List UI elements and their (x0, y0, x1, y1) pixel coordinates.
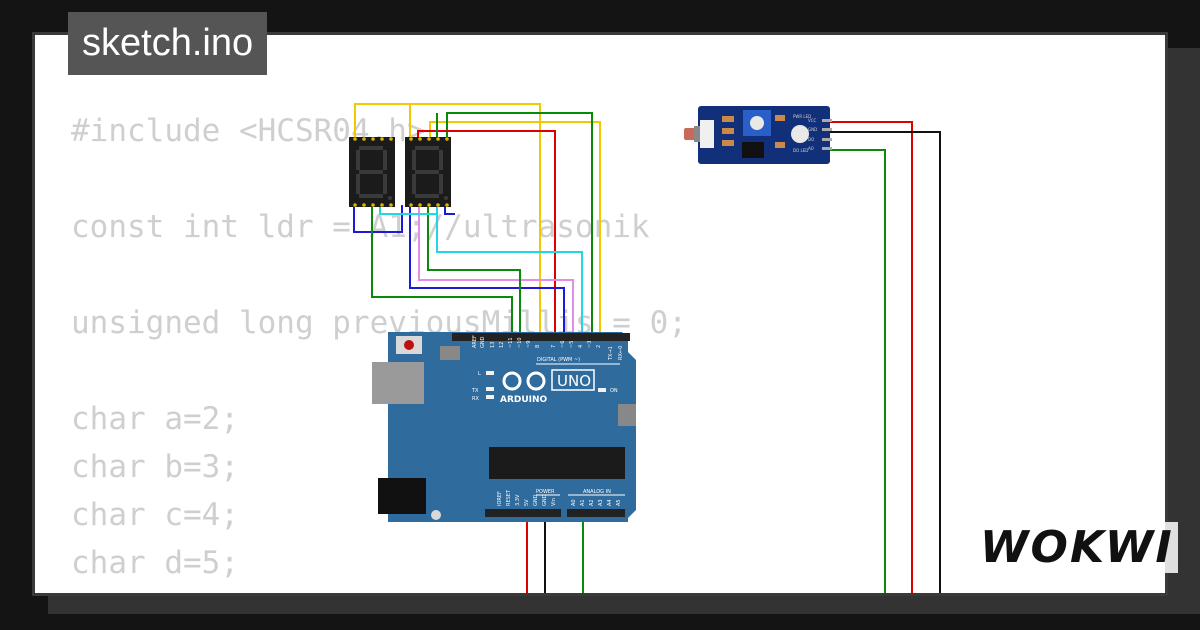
on-led-label: ON (610, 388, 618, 394)
analog-pin-label: A2 (589, 499, 595, 506)
seven-segment-display-2[interactable] (405, 137, 451, 207)
pin-label: ~6 (560, 341, 566, 348)
pin-label: 2 (596, 345, 602, 348)
arduino-uno-board[interactable]: AREF GND 13 12 ~11 ~10 ~9 8 7 ~6 ~5 4 ~3… (372, 332, 636, 522)
wire-blue-3 (444, 205, 455, 215)
power-jack (378, 478, 426, 514)
wire-green-top (446, 112, 593, 336)
code-line: const int ldr = A1;//ultrasonik (71, 209, 650, 245)
power-pin-label: IOREF (497, 491, 503, 506)
power-pin-label: RESET (506, 489, 512, 506)
code-line: char b=3; (71, 449, 239, 485)
analog-label: ANALOG IN (583, 489, 611, 495)
pin-label: TX→1 (608, 346, 614, 361)
analog-pin-label: A1 (580, 499, 586, 506)
digital-label: DIGITAL (PWM ~) (537, 357, 580, 363)
analog-pin-label: A5 (616, 499, 622, 506)
analog-pin-label: A0 (571, 499, 577, 506)
code-line: char d=5; (71, 545, 239, 581)
power-pin-label: GND (542, 494, 548, 506)
analog-pin-label: A4 (607, 499, 613, 506)
wokwi-logo: WOKWI (976, 522, 1178, 573)
code-line: char a=2; (71, 401, 239, 437)
pin-label: 4 (578, 345, 584, 348)
wokwi-logo-text: WOKWI (980, 522, 1174, 573)
pin-label: ~11 (508, 337, 514, 348)
analog-header (567, 509, 625, 517)
power-pin-label: 5V (524, 499, 530, 506)
pin-label: 8 (535, 345, 541, 348)
analog-pin-label: A3 (598, 499, 604, 506)
photoresistor-icon (684, 128, 696, 140)
pin-label: ~10 (517, 337, 523, 348)
wire-sensor-gnd (820, 131, 941, 593)
sensor-pin-ao-label: AO (808, 146, 814, 151)
board-model: UNO (557, 372, 591, 390)
pin-label: ~3 (587, 341, 593, 348)
wire-sensor-vcc (820, 121, 913, 593)
wire-blue-2 (409, 205, 565, 336)
led-tx-label: TX (471, 388, 479, 394)
pin-label: 7 (551, 345, 557, 348)
wire-green-2 (371, 205, 513, 336)
pin-label: RX←0 (618, 346, 624, 360)
code-background: #include <HCSR04.h>const int ldr = A1;//… (71, 107, 687, 593)
wire-pink (418, 205, 574, 336)
pin-label: ~9 (526, 341, 532, 348)
power-header (485, 509, 561, 517)
power-pin-label: GND (533, 494, 539, 506)
sensor-pin-vcc-label: VCC (808, 118, 817, 123)
wire-yellow-1 (354, 103, 541, 336)
sketch-filename: sketch.ino (82, 22, 254, 64)
usb-port (372, 362, 424, 404)
wire-cyan-2 (379, 205, 437, 215)
board-maker: ARDUINO (500, 395, 548, 405)
code-line: char c=4; (71, 497, 239, 533)
power-pin-label: Vin (551, 498, 557, 506)
seven-segment-display-1[interactable] (349, 137, 395, 207)
led-rx-label: RX (472, 396, 479, 402)
led-l-label: L (478, 371, 481, 377)
arduino-logo-icon (502, 371, 546, 391)
wire-yellow-3 (429, 121, 601, 336)
pin-label: ~5 (569, 341, 575, 348)
sensor-pin-gnd-label: GND (808, 127, 817, 132)
wire-red-top (417, 130, 556, 336)
sensor-do-led-label: DO LED (793, 148, 808, 153)
wire-blue-1 (353, 205, 403, 233)
sensor-pin-do-label: DO (808, 137, 814, 142)
microcontroller-chip (489, 447, 625, 479)
wire-cyan (436, 205, 583, 336)
digital-header (452, 333, 630, 341)
sensor-pwr-led-label: PWR LED (793, 114, 811, 119)
sketch-title-tab[interactable]: sketch.ino (68, 12, 268, 75)
ldr-sensor-module[interactable]: VCC GND DO AO PWR LED DO LED (684, 106, 832, 164)
wire-green-3 (427, 205, 521, 336)
power-pin-label: 3.3V (515, 494, 521, 506)
pin-label: 13 (490, 342, 496, 348)
wires (353, 103, 941, 593)
pin-label: GND (480, 336, 486, 348)
wire-sensor-ao (820, 149, 886, 593)
power-label: POWER (536, 489, 555, 495)
pin-label: AREF (472, 335, 478, 348)
pin-label: 12 (499, 342, 505, 348)
